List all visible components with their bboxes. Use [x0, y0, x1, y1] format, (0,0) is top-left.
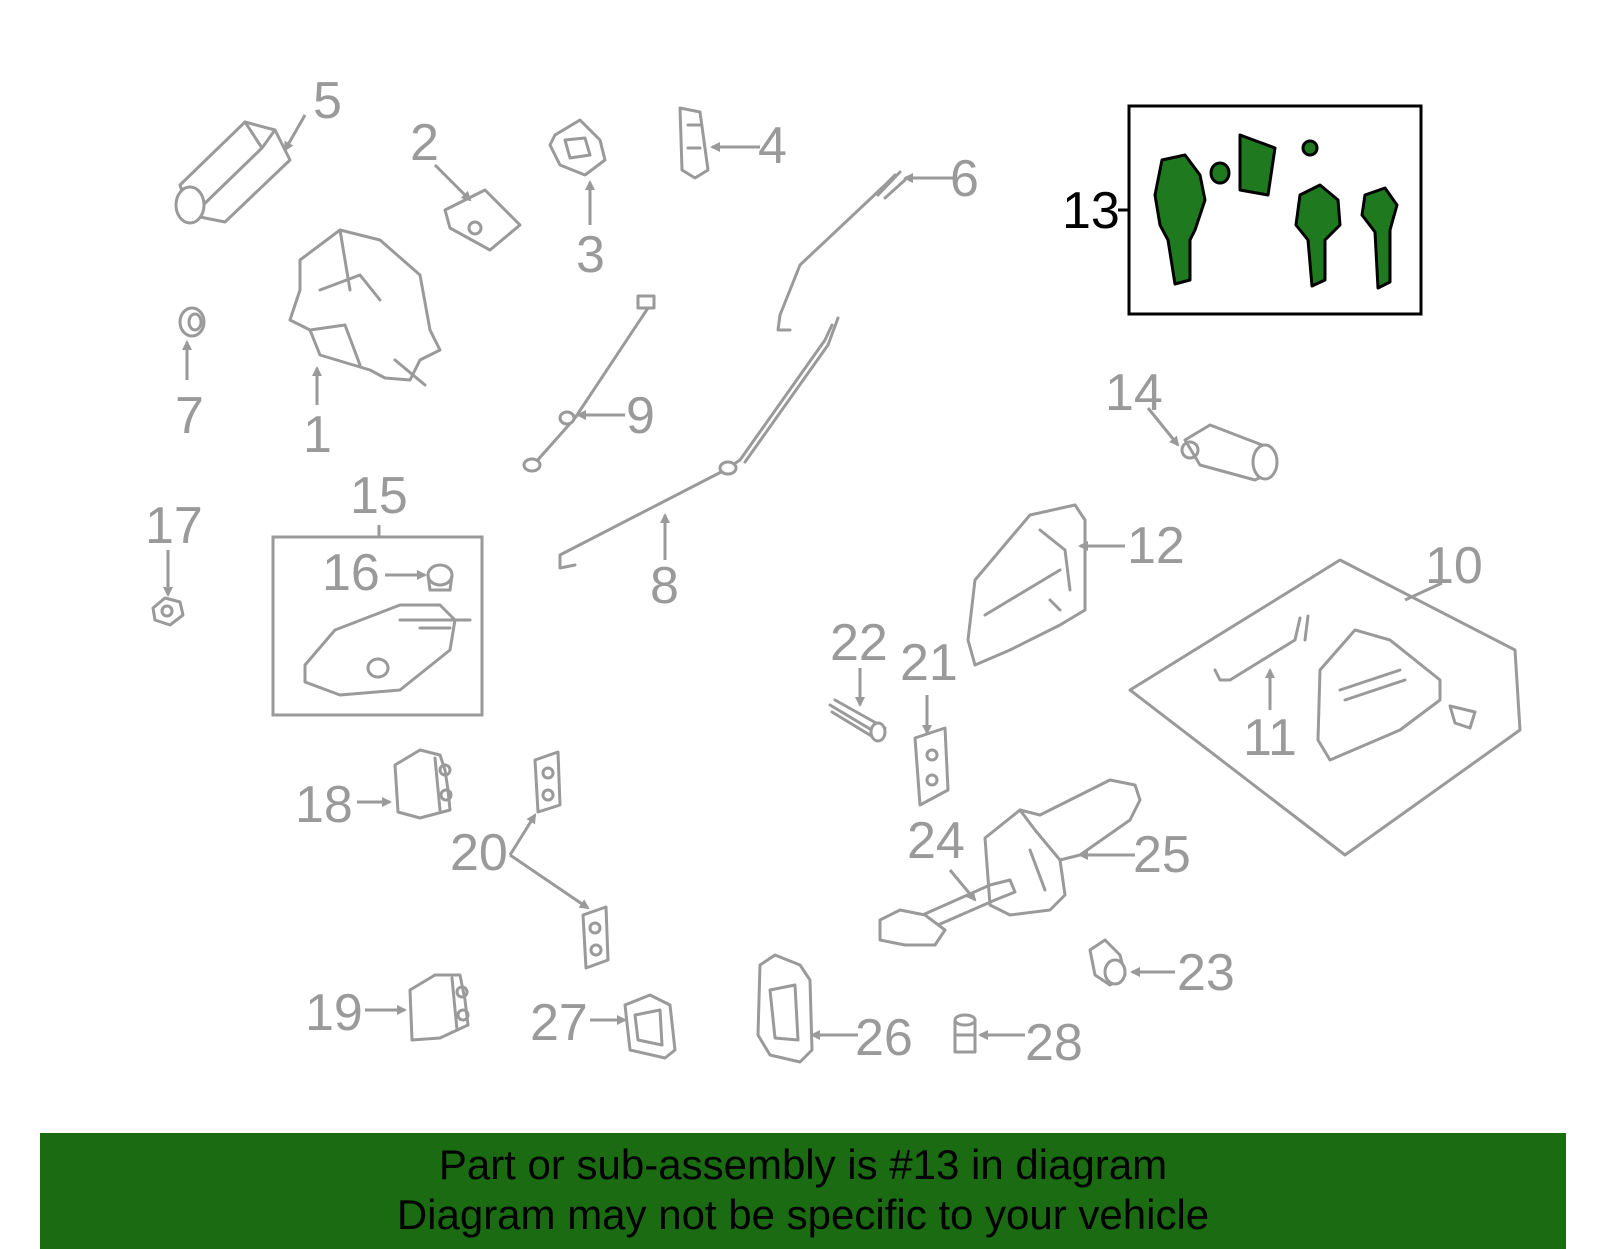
- label-24: 24: [907, 812, 965, 870]
- label-22: 22: [830, 614, 888, 672]
- label-21: 21: [900, 634, 958, 692]
- part-2-bracket[interactable]: [443, 188, 522, 252]
- part-20-shim-upper[interactable]: [533, 750, 562, 814]
- part-26-cover[interactable]: [756, 953, 814, 1064]
- label-8: 8: [650, 557, 679, 615]
- label-17: 17: [145, 497, 203, 555]
- label-11: 11: [1243, 709, 1297, 767]
- part-20-shim-lower[interactable]: [581, 905, 610, 970]
- label-19: 19: [305, 984, 363, 1042]
- label-27: 27: [530, 994, 588, 1052]
- label-28: 28: [1025, 1014, 1083, 1072]
- label-6: 6: [950, 150, 979, 208]
- label-26: 26: [855, 1009, 913, 1067]
- label-14: 14: [1105, 364, 1163, 422]
- label-15: 15: [350, 467, 408, 525]
- part-17-nut[interactable]: [151, 596, 185, 627]
- label-9: 9: [626, 387, 655, 445]
- part-18-hinge[interactable]: [393, 748, 453, 820]
- label-18: 18: [295, 776, 353, 834]
- part-6-rod[interactable]: [776, 170, 907, 332]
- part-28-pin[interactable]: [953, 1013, 977, 1054]
- part-4-guide[interactable]: [678, 106, 710, 180]
- part-24-check-arm[interactable]: [878, 878, 1017, 947]
- part-7-grommet[interactable]: [178, 306, 206, 338]
- label-12: 12: [1127, 517, 1185, 575]
- part-10-outline[interactable]: [1128, 558, 1522, 857]
- part-22-spring[interactable]: [828, 698, 887, 743]
- label-25: 25: [1133, 826, 1191, 884]
- part-25-check-arm-housing[interactable]: [983, 778, 1142, 917]
- label-2: 2: [410, 114, 439, 172]
- part-5-cylinder[interactable]: [174, 120, 292, 225]
- part-14-cylinder[interactable]: [1180, 423, 1279, 482]
- part-15-inner-handle[interactable]: [303, 603, 472, 697]
- part-10-handle[interactable]: [1316, 628, 1477, 762]
- label-13: 13: [1062, 182, 1120, 240]
- part-16-cap[interactable]: [426, 563, 454, 592]
- label-20: 20: [450, 824, 508, 882]
- label-1: 1: [303, 406, 332, 464]
- label-10: 10: [1425, 537, 1483, 595]
- label-5: 5: [313, 72, 342, 130]
- part-1-lock-assembly[interactable]: [288, 228, 442, 387]
- part-27-seal[interactable]: [623, 993, 677, 1060]
- label-7: 7: [175, 387, 204, 445]
- part-12-handle-frame[interactable]: [966, 503, 1087, 667]
- part-13-key-set[interactable]: [1153, 133, 1399, 290]
- part-11-rod[interactable]: [1213, 614, 1310, 682]
- banner-background: [40, 1133, 1566, 1249]
- info-banner: Part or sub-assembly is #13 in diagram D…: [40, 1133, 1566, 1249]
- banner-line-1: Part or sub-assembly is #13 in diagram: [438, 1141, 1168, 1188]
- part-8-rod[interactable]: [558, 316, 840, 570]
- part-21-shim[interactable]: [913, 726, 950, 807]
- label-3: 3: [576, 226, 605, 284]
- banner-line-2: Diagram may not be specific to your vehi…: [396, 1191, 1210, 1238]
- part-3-clip[interactable]: [548, 118, 607, 177]
- part-9-rod[interactable]: [522, 294, 656, 473]
- part-23-bushing[interactable]: [1088, 938, 1127, 987]
- label-16: 16: [322, 544, 380, 602]
- label-4: 4: [758, 117, 787, 175]
- label-23: 23: [1177, 944, 1235, 1002]
- part-19-hinge[interactable]: [408, 973, 470, 1042]
